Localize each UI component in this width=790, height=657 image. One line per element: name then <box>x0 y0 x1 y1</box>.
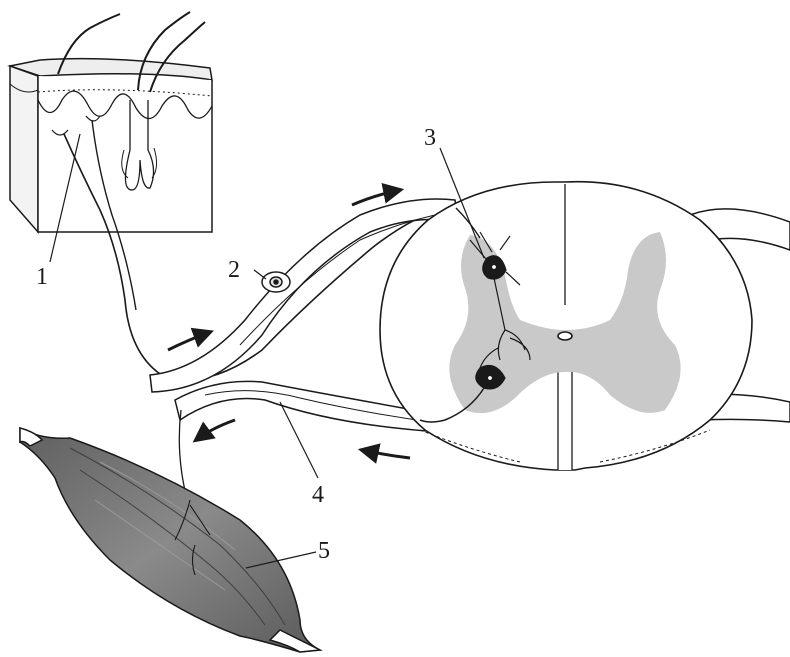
effector-muscle <box>20 428 320 652</box>
label-interneuron: 3 <box>424 125 436 151</box>
spinal-cord-section <box>380 182 752 470</box>
skin-block <box>10 12 212 262</box>
arrow-motor-left <box>196 420 235 440</box>
label-receptor: 1 <box>36 264 48 290</box>
label-muscle: 5 <box>318 538 330 564</box>
arrow-sensory-upper <box>352 190 400 205</box>
label-motor-fiber: 4 <box>312 482 324 508</box>
arrow-motor-right <box>362 450 410 458</box>
label-sensory-neuron: 2 <box>228 257 240 283</box>
arrow-sensory-lower <box>168 332 210 350</box>
